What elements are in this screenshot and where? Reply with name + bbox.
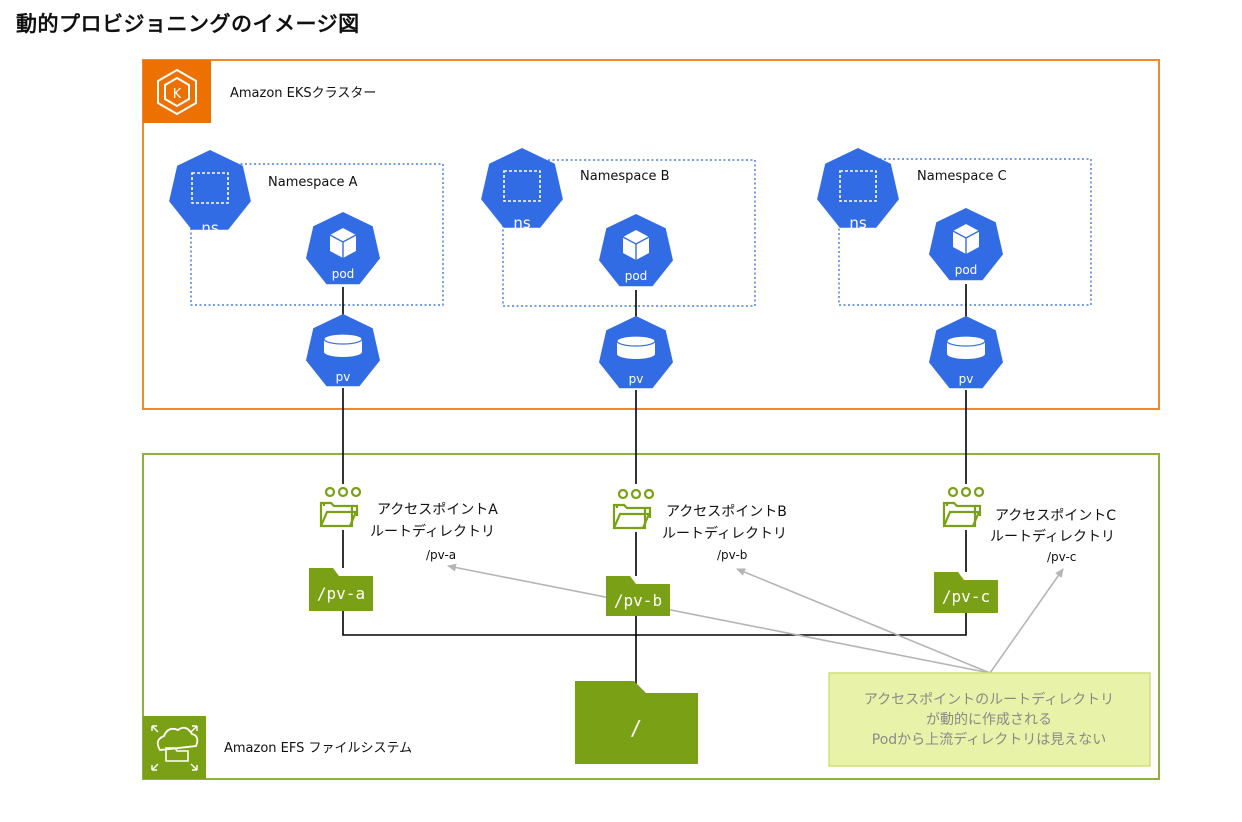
access-point-path-a: /pv-a bbox=[426, 548, 456, 562]
access-point-label-c: アクセスポイントC bbox=[995, 508, 1116, 524]
pod-icon-label-a: pod bbox=[332, 267, 355, 281]
pod-icon-b bbox=[599, 214, 673, 287]
namespace-label-c: Namespace C bbox=[917, 169, 1007, 184]
pv-icon-label-c: pv bbox=[959, 372, 974, 386]
access-point-root-label-c: ルートディレクトリ bbox=[990, 528, 1115, 545]
access-point-label-a: アクセスポイントA bbox=[377, 502, 498, 518]
root-directory-folder bbox=[575, 681, 698, 764]
note-line-1: アクセスポイントのルートディレクトリ bbox=[864, 691, 1114, 708]
pv-icon-b bbox=[599, 316, 673, 389]
access-point-path-b: /pv-b bbox=[717, 548, 747, 562]
directory-folder-c bbox=[934, 572, 998, 613]
pod-icon-label-c: pod bbox=[955, 263, 978, 277]
connector-lines bbox=[342, 284, 967, 690]
ns-icon-label-b: ns bbox=[513, 214, 531, 232]
ns-icon-label-a: ns bbox=[201, 219, 219, 237]
note-line-2: が動的に作成される bbox=[926, 712, 1052, 728]
access-point-icon-a bbox=[319, 486, 362, 528]
eks-cluster-box bbox=[142, 59, 1160, 410]
namespace-box-b bbox=[502, 159, 756, 307]
root-directory-label: / bbox=[630, 716, 642, 740]
access-point-path-c: /pv-c bbox=[1047, 550, 1076, 564]
access-point-root-label-b: ルートディレクトリ bbox=[662, 525, 787, 542]
efs-filesystem-label: Amazon EFS ファイルシステム bbox=[224, 741, 412, 756]
efs-filesystem-box bbox=[142, 453, 1160, 780]
directory-folder-b bbox=[606, 576, 670, 616]
directory-folder-label-a: /pv-a bbox=[317, 584, 365, 603]
access-point-root-label-a: ルートディレクトリ bbox=[370, 523, 495, 540]
pod-icon-c bbox=[929, 208, 1003, 281]
directory-folder-a bbox=[309, 568, 373, 611]
eks-logo: K bbox=[143, 60, 211, 123]
efs-logo bbox=[143, 716, 206, 779]
ns-icon-label-c: ns bbox=[849, 214, 867, 232]
ns-icon-c bbox=[817, 148, 899, 228]
note-arrows bbox=[447, 563, 1064, 674]
namespace-box-a bbox=[190, 163, 444, 306]
ns-icon-b bbox=[481, 148, 563, 228]
eks-cluster-label: Amazon EKSクラスター bbox=[230, 86, 376, 101]
ns-icon-a bbox=[169, 150, 251, 230]
namespace-box-c bbox=[838, 158, 1092, 306]
pod-icon-a bbox=[306, 212, 380, 285]
access-point-icon-b bbox=[612, 488, 655, 530]
directory-folder-label-c: /pv-c bbox=[942, 587, 990, 606]
namespace-label-b: Namespace B bbox=[580, 169, 670, 184]
pv-icon-label-a: pv bbox=[336, 370, 351, 384]
directory-folder-label-b: /pv-b bbox=[614, 591, 662, 610]
page-title: 動的プロビジョニングのイメージ図 bbox=[16, 12, 360, 36]
namespace-label-a: Namespace A bbox=[268, 175, 358, 190]
pv-icon-c bbox=[929, 316, 1003, 389]
pv-icon-a bbox=[306, 314, 380, 387]
note-line-3: Podから上流ディレクトリは見えない bbox=[872, 731, 1106, 748]
pod-icon-label-b: pod bbox=[625, 269, 648, 283]
pv-icon-label-b: pv bbox=[629, 372, 644, 386]
eks-logo-letter: K bbox=[173, 87, 182, 102]
access-point-label-b: アクセスポイントB bbox=[666, 504, 787, 520]
note-box bbox=[828, 672, 1151, 767]
access-point-icon-c bbox=[942, 486, 985, 528]
